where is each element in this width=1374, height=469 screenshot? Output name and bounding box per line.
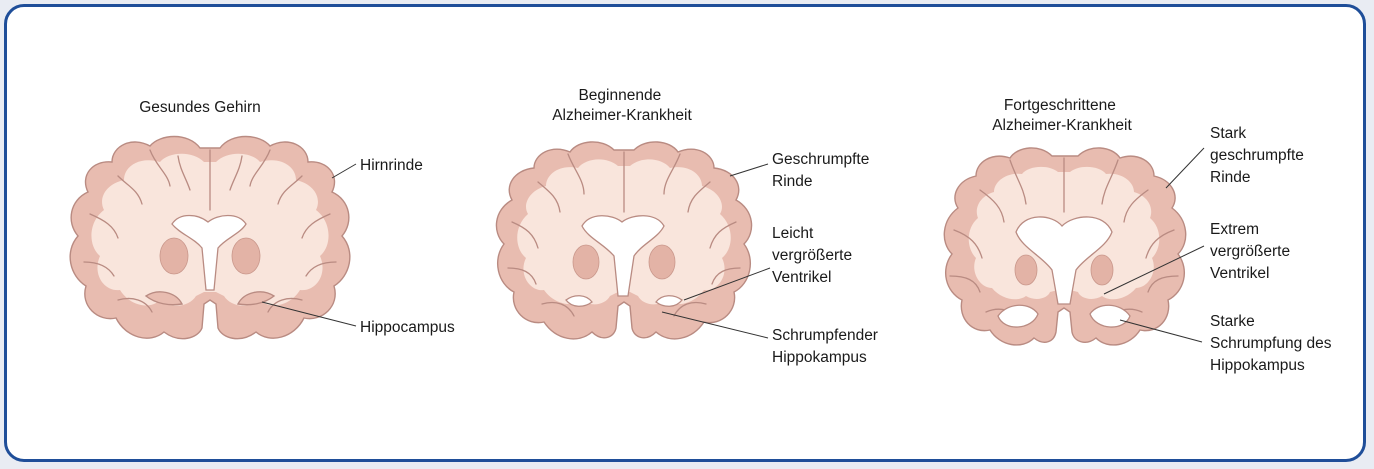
label-hippocampus: Hippocampus: [360, 319, 455, 336]
label-hirnrinde: Hirnrinde: [360, 157, 423, 174]
brain-advanced-alzheimer: [944, 148, 1185, 345]
panel-2-title: Beginnende Alzheimer-Krankheit: [552, 87, 692, 124]
label-stark-geschrumpfte-rinde: Stark geschrumpfte Rinde: [1210, 125, 1308, 186]
leader-geschrumpfte-rinde: [730, 164, 768, 176]
panel-1-title: Gesundes Gehirn: [139, 99, 261, 116]
leader-stark-rinde: [1166, 148, 1204, 188]
panel-3-title: Fortgeschrittene Alzheimer-Krankheit: [992, 97, 1132, 134]
label-leicht-vergroesserte-ventrikel: Leicht vergrößerte Ventrikel: [772, 225, 856, 286]
label-extrem-vergroesserte-ventrikel: Extrem vergrößerte Ventrikel: [1210, 221, 1294, 282]
brain-early-alzheimer: [496, 142, 751, 339]
brain-healthy: [70, 137, 350, 339]
label-starke-schrumpfung-des-hippokampus: Starke Schrumpfung des Hippokampus: [1210, 313, 1336, 374]
label-geschrumpfte-rinde: Geschrumpfte Rinde: [772, 151, 874, 190]
label-schrumpfender-hippokampus: Schrumpfender Hippokampus: [772, 327, 882, 366]
leader-hirnrinde: [332, 164, 356, 178]
